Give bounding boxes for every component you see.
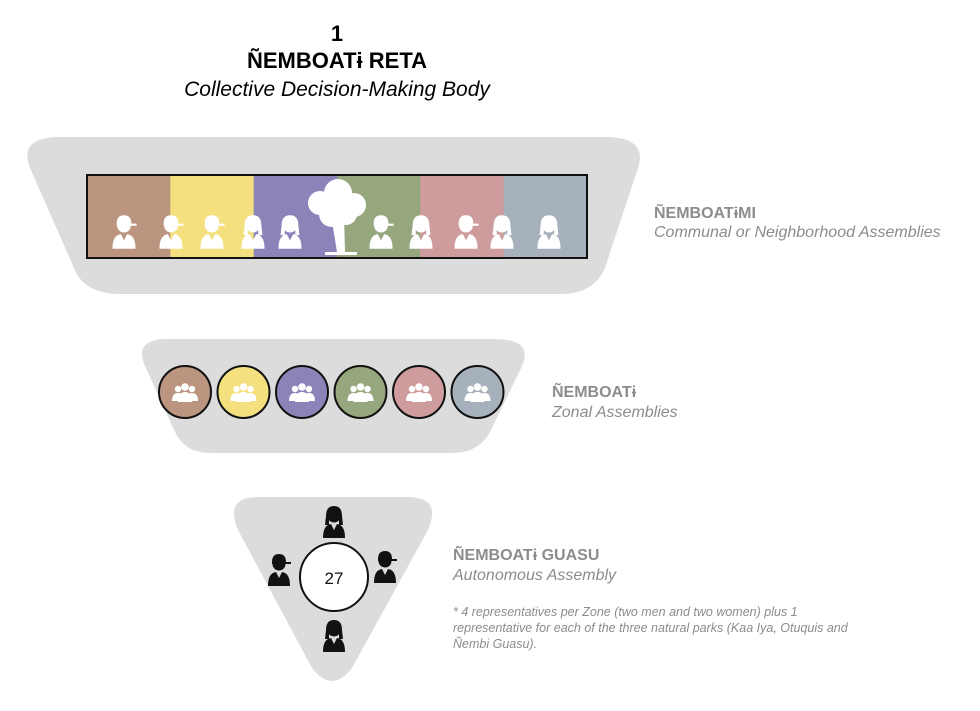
- autonomous-name: ÑEMBOATɨ GUASU: [453, 544, 599, 564]
- group-icon: [347, 383, 374, 402]
- note-line-1: * 4 representatives per Zone (two men an…: [453, 605, 798, 619]
- man-icon: [369, 215, 394, 249]
- woman-icon: [323, 506, 345, 538]
- tree-icon: [308, 179, 366, 255]
- man-icon: [159, 215, 184, 249]
- header-title: ÑEMBOATɨ RETA: [247, 48, 427, 73]
- communal-name: ÑEMBOATɨMI: [654, 202, 756, 222]
- woman-icon: [323, 620, 345, 652]
- zone-circles: [158, 365, 505, 419]
- communal-strip-border: [86, 174, 588, 259]
- group-icon: [289, 383, 315, 402]
- man-icon: [112, 215, 137, 249]
- woman-icon: [241, 215, 265, 249]
- group-icon: [172, 383, 198, 402]
- assembly-count: 27: [325, 569, 344, 588]
- representatives: [268, 506, 397, 652]
- man-icon: [374, 551, 397, 583]
- header-subtitle: Collective Decision-Making Body: [184, 78, 491, 101]
- communal-people: [112, 215, 561, 249]
- group-icon: [230, 383, 257, 402]
- communal-description: Communal or Neighborhood Assemblies: [654, 224, 941, 241]
- woman-icon: [409, 215, 433, 249]
- zonal-description: Zonal Assemblies: [551, 404, 678, 421]
- woman-icon: [490, 215, 514, 249]
- man-icon: [454, 215, 479, 249]
- woman-icon: [537, 215, 561, 249]
- autonomous-description: Autonomous Assembly: [452, 567, 617, 584]
- group-icon: [406, 383, 432, 402]
- woman-icon: [278, 215, 302, 249]
- man-icon: [268, 554, 291, 586]
- note-line-3: Ñembi Guasu).: [453, 637, 537, 651]
- group-icon: [464, 383, 491, 402]
- note-line-2: representative for each of the three nat…: [453, 621, 849, 635]
- man-icon: [200, 215, 225, 249]
- assembly-circle: [299, 542, 369, 612]
- header-number: 1: [331, 21, 343, 46]
- zonal-name: ÑEMBOATɨ: [552, 381, 637, 401]
